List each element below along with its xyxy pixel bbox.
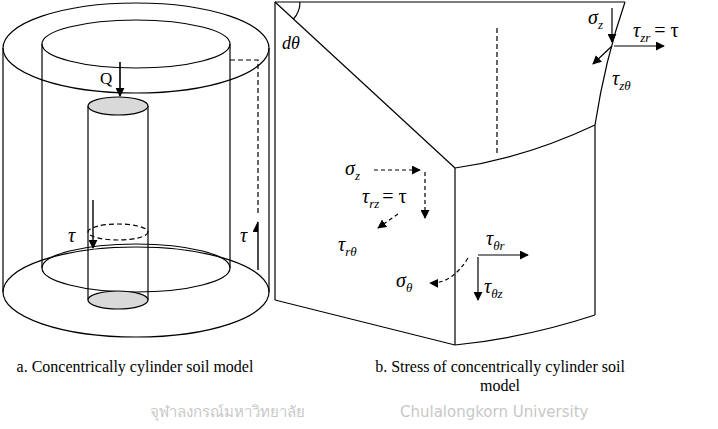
angle-label: dθ bbox=[282, 34, 300, 52]
element-edge bbox=[594, 125, 595, 315]
middle-cylinder-top bbox=[42, 20, 230, 68]
stress-symbol: τ bbox=[486, 228, 493, 248]
element-edge bbox=[595, 2, 625, 125]
stress-arrow bbox=[614, 45, 664, 46]
stress-symbol: τ bbox=[484, 276, 491, 296]
shear-stress-label: τ bbox=[68, 225, 75, 245]
stress-arrow bbox=[478, 254, 528, 255]
stress-subscript: z bbox=[598, 18, 603, 31]
element-edge bbox=[455, 125, 595, 168]
stress-symbol: τ bbox=[633, 20, 640, 40]
stress-symbol: τ bbox=[612, 68, 619, 88]
element-edge bbox=[275, 300, 455, 345]
pile-side bbox=[147, 106, 148, 300]
stress-subscript: zr bbox=[640, 31, 650, 44]
stress-subscript: z bbox=[355, 169, 360, 182]
hidden-edge bbox=[496, 28, 497, 156]
hidden-stress-arrow bbox=[378, 214, 398, 228]
stress-arrow bbox=[593, 46, 612, 64]
watermark: Chulalongkorn University bbox=[400, 405, 588, 420]
stress-subscript: zθ bbox=[619, 79, 630, 92]
watermark: จุฬาลงกรณ์มหาวิทยาลัย bbox=[150, 405, 305, 420]
middle-cylinder-side bbox=[229, 44, 230, 268]
stress-subscript: θ bbox=[406, 281, 412, 294]
element-edge bbox=[274, 2, 275, 300]
stress-equality: = τ bbox=[654, 20, 678, 40]
stress-symbol: σ bbox=[396, 270, 406, 290]
element-edge bbox=[275, 2, 455, 168]
stress-equality: = τ bbox=[382, 186, 406, 206]
stress-arrow bbox=[477, 257, 478, 300]
outer-cylinder-top bbox=[3, 3, 269, 93]
middle-cylinder-side bbox=[41, 44, 42, 268]
pile-side bbox=[87, 106, 88, 300]
shear-arrow bbox=[257, 222, 258, 270]
hidden-stress-arrow bbox=[374, 169, 420, 170]
pile-top bbox=[88, 97, 148, 115]
stress-subscript: θr bbox=[493, 239, 504, 252]
shear-arrow bbox=[92, 200, 93, 248]
stress-subscript: rz bbox=[369, 197, 379, 210]
middle-cylinder-bottom bbox=[42, 244, 230, 292]
pile-section bbox=[88, 224, 148, 240]
stress-symbol: τ bbox=[338, 234, 345, 254]
soil-element bbox=[275, 2, 664, 345]
load-arrow bbox=[119, 62, 121, 96]
element-edge bbox=[275, 1, 625, 2]
hidden-stress-arrow bbox=[424, 172, 425, 218]
cylinder-model bbox=[3, 3, 269, 337]
outer-cylinder-side bbox=[2, 48, 3, 292]
element-edge bbox=[455, 315, 595, 345]
figure-caption: b. Stress of concentrically cylinder soi… bbox=[370, 357, 630, 395]
cut-line bbox=[230, 60, 258, 215]
pile-bottom bbox=[88, 291, 148, 309]
figure-caption: a. Concentrically cylinder soil model bbox=[15, 357, 255, 376]
stress-subscript: rθ bbox=[345, 245, 356, 258]
angle-arc bbox=[293, 2, 300, 19]
stress-symbol: σ bbox=[345, 158, 355, 178]
stress-arrow bbox=[611, 8, 612, 42]
stress-symbol: τ bbox=[362, 186, 369, 206]
stress-subscript: θz bbox=[491, 287, 502, 300]
outer-cylinder-side bbox=[268, 48, 269, 292]
element-edge bbox=[454, 168, 455, 345]
stress-symbol: σ bbox=[588, 7, 598, 27]
load-label: Q bbox=[100, 70, 112, 87]
hidden-stress-arrow bbox=[430, 258, 468, 283]
shear-stress-label: τ bbox=[240, 225, 247, 245]
